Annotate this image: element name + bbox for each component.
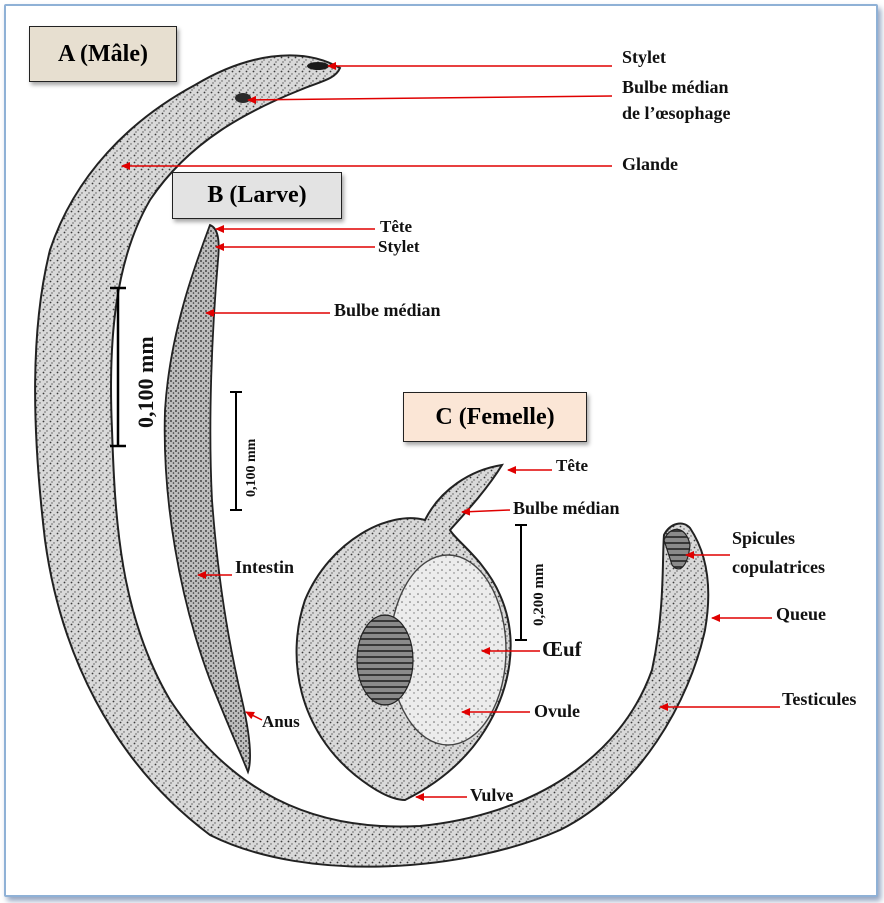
label-male-testicules: Testicules: [782, 689, 856, 710]
label-female-ovule: Ovule: [534, 701, 580, 722]
label-female-bulbe: Bulbe médian: [513, 498, 620, 519]
scale-label-female: 0,200 mm: [531, 564, 548, 627]
label-larva-bulbe: Bulbe médian: [334, 300, 441, 321]
arrow-male-bulbe: [248, 96, 612, 100]
label-larva-stylet: Stylet: [378, 237, 420, 257]
arrow-larva-anus: [246, 712, 262, 720]
label-larva-anus: Anus: [262, 712, 300, 732]
scale-label-larva: 0,100 mm: [244, 439, 260, 497]
scale-label-male: 0,100 mm: [133, 336, 159, 428]
panel-title-male: A (Mâle): [29, 26, 177, 82]
panel-title-female: C (Femelle): [403, 392, 587, 442]
male-stylet-tip: [307, 62, 329, 70]
label-female-oeuf: Œuf: [542, 637, 582, 661]
label-male-spicules-1: Spicules: [732, 528, 795, 549]
label-female-vulve: Vulve: [470, 785, 513, 806]
panel-title-larva: B (Larve): [172, 172, 342, 219]
label-male-glande: Glande: [622, 154, 678, 175]
label-larva-tete: Tête: [380, 217, 412, 237]
arrow-female-bulbe: [462, 510, 510, 512]
scale-bar-larva: [230, 392, 242, 510]
label-male-bulbe-1: Bulbe médian: [622, 77, 729, 98]
female-ovule: [357, 615, 413, 705]
label-male-queue: Queue: [776, 604, 826, 625]
label-male-spicules-2: copulatrices: [732, 557, 825, 578]
label-male-stylet: Stylet: [622, 47, 666, 68]
label-male-bulbe-2: de l’œsophage: [622, 103, 731, 124]
label-larva-intestin: Intestin: [235, 557, 294, 578]
label-female-tete: Tête: [556, 456, 588, 476]
scale-bar-female: [515, 525, 527, 640]
male-median-bulb: [235, 93, 251, 103]
larva-body: [165, 225, 250, 772]
